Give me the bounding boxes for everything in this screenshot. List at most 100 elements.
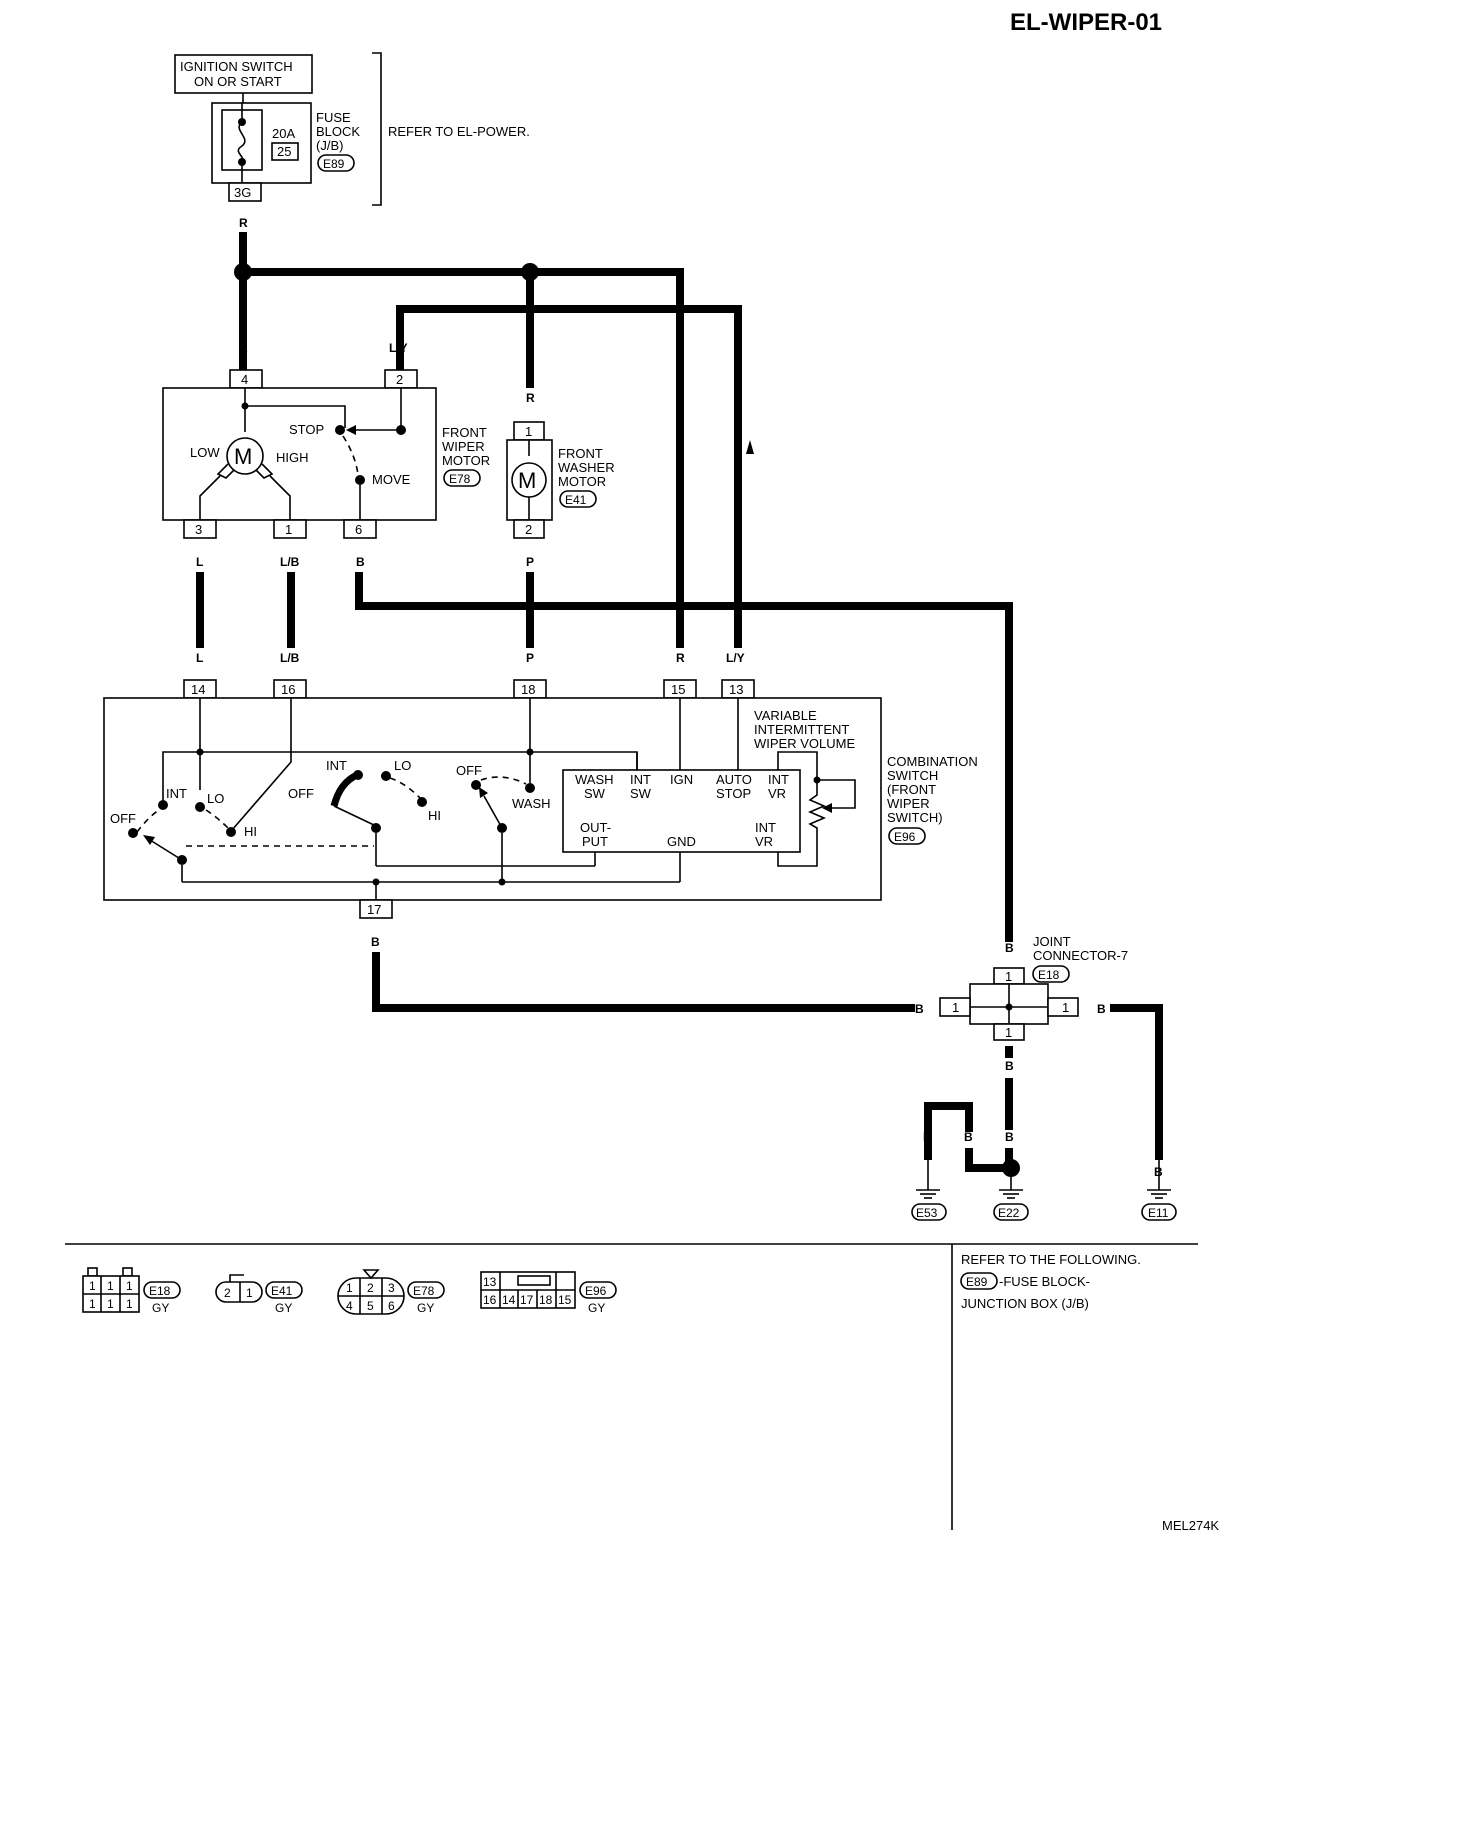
svg-text:16: 16: [483, 1293, 497, 1307]
svg-text:R: R: [676, 651, 685, 665]
svg-text:16: 16: [281, 682, 295, 697]
joint-connector-7: B 1 1 1 1 B B B: [915, 941, 1106, 1073]
svg-text:GY: GY: [588, 1301, 605, 1315]
svg-text:1: 1: [952, 1000, 959, 1015]
svg-text:3: 3: [388, 1281, 395, 1295]
refer-el-power: REFER TO EL-POWER.: [388, 124, 530, 139]
svg-text:MOTOR: MOTOR: [558, 474, 606, 489]
legend-connector-e96: 13 16 14 17 18 15 E96 GY: [480, 1271, 617, 1315]
svg-text:L/Y: L/Y: [726, 651, 745, 665]
svg-text:FUSE: FUSE: [316, 110, 351, 125]
combination-switch: L L/B P R L/Y 14 16 18 15 13 OFF: [103, 651, 882, 919]
svg-text:WIPER VOLUME: WIPER VOLUME: [754, 736, 855, 751]
svg-text:WASHER: WASHER: [558, 460, 615, 475]
svg-text:E41: E41: [271, 1284, 293, 1298]
svg-text:E96: E96: [585, 1284, 607, 1298]
svg-text:FRONT: FRONT: [558, 446, 603, 461]
svg-text:PUT: PUT: [582, 834, 608, 849]
svg-text:STOP: STOP: [289, 422, 324, 437]
svg-text:INTERMITTENT: INTERMITTENT: [754, 722, 849, 737]
svg-text:SWITCH): SWITCH): [887, 810, 943, 825]
svg-text:17: 17: [520, 1293, 534, 1307]
svg-text:INT: INT: [630, 772, 651, 787]
svg-text:P: P: [526, 651, 534, 665]
svg-text:-FUSE BLOCK-: -FUSE BLOCK-: [999, 1274, 1090, 1289]
svg-text:6: 6: [388, 1299, 395, 1313]
svg-text:B: B: [356, 555, 365, 569]
svg-text:1: 1: [1062, 1000, 1069, 1015]
diagram-title: EL-WIPER-01: [1010, 9, 1162, 36]
svg-text:2: 2: [367, 1281, 374, 1295]
svg-text:HIGH: HIGH: [276, 450, 309, 465]
svg-text:1: 1: [89, 1279, 96, 1293]
svg-text:ON OR START: ON OR START: [194, 74, 282, 89]
svg-text:INT: INT: [166, 786, 187, 801]
svg-text:3: 3: [195, 522, 202, 537]
svg-text:1: 1: [1005, 969, 1012, 984]
svg-text:B: B: [1097, 1002, 1106, 1016]
svg-text:1: 1: [1005, 1025, 1012, 1040]
svg-text:17: 17: [367, 902, 381, 917]
svg-text:E53: E53: [916, 1206, 938, 1220]
svg-text:4: 4: [241, 372, 248, 387]
svg-text:COMBINATION: COMBINATION: [887, 754, 978, 769]
svg-text:1: 1: [107, 1279, 114, 1293]
svg-text:LOW: LOW: [190, 445, 220, 460]
svg-text:MOTOR: MOTOR: [442, 453, 490, 468]
svg-text:L/Y: L/Y: [389, 341, 408, 355]
svg-text:1: 1: [285, 522, 292, 537]
svg-text:P: P: [526, 555, 534, 569]
svg-text:E41: E41: [565, 493, 587, 507]
svg-text:1: 1: [126, 1279, 133, 1293]
svg-text:E18: E18: [1038, 968, 1060, 982]
legend-connector-e41: 2 1 E41 GY: [215, 1274, 303, 1315]
svg-text:VR: VR: [768, 786, 786, 801]
svg-text:OUT-: OUT-: [580, 820, 611, 835]
svg-text:5: 5: [367, 1299, 374, 1313]
svg-text:OFF: OFF: [456, 763, 482, 778]
svg-text:1: 1: [89, 1297, 96, 1311]
svg-text:1: 1: [246, 1286, 253, 1300]
svg-text:L: L: [196, 555, 203, 569]
svg-text:B: B: [964, 1130, 973, 1144]
svg-text:JUNCTION BOX (J/B): JUNCTION BOX (J/B): [961, 1296, 1089, 1311]
fuse-number: 25: [277, 144, 291, 159]
svg-text:18: 18: [521, 682, 535, 697]
svg-text:SW: SW: [630, 786, 652, 801]
svg-text:B: B: [923, 1130, 932, 1144]
svg-text:OFF: OFF: [288, 786, 314, 801]
svg-text:GY: GY: [152, 1301, 169, 1315]
svg-text:L: L: [196, 651, 203, 665]
front-washer-motor-label: FRONT WASHER MOTOR E41: [558, 446, 615, 508]
svg-text:SW: SW: [584, 786, 606, 801]
svg-text:INT: INT: [755, 820, 776, 835]
ground-e22: E22: [993, 1170, 1029, 1221]
svg-text:LO: LO: [394, 758, 411, 773]
svg-text:14: 14: [191, 682, 205, 697]
svg-text:1: 1: [107, 1297, 114, 1311]
svg-text:13: 13: [483, 1275, 497, 1289]
ground-e53: E53: [911, 1160, 947, 1221]
fuse-terminal-3g: 3G: [234, 185, 251, 200]
svg-text:1: 1: [126, 1297, 133, 1311]
legend-connector-e18: 1 1 1 1 1 1 E18 GY: [82, 1267, 181, 1315]
svg-text:2: 2: [525, 522, 532, 537]
svg-text:13: 13: [729, 682, 743, 697]
svg-text:B: B: [371, 935, 380, 949]
svg-text:LO: LO: [207, 791, 224, 806]
fuse-block: 20A 25 3G: [211, 102, 312, 202]
front-washer-motor: R 1 M 2: [506, 391, 553, 539]
svg-text:BLOCK: BLOCK: [316, 124, 360, 139]
svg-text:E11: E11: [1148, 1206, 1169, 1220]
svg-text:M: M: [518, 468, 536, 493]
svg-text:E78: E78: [449, 472, 471, 486]
front-wiper-motor-label: FRONT WIPER MOTOR E78: [442, 425, 490, 487]
svg-text:VARIABLE: VARIABLE: [754, 708, 817, 723]
fuse-block-label: FUSE BLOCK (J/B) E89: [316, 110, 360, 172]
svg-text:2: 2: [224, 1286, 231, 1300]
svg-text:L/B: L/B: [280, 651, 300, 665]
svg-text:E18: E18: [149, 1284, 171, 1298]
svg-text:FRONT: FRONT: [442, 425, 487, 440]
svg-text:SWITCH: SWITCH: [887, 768, 938, 783]
combination-switch-label: COMBINATION SWITCH (FRONT WIPER SWITCH) …: [887, 754, 978, 845]
